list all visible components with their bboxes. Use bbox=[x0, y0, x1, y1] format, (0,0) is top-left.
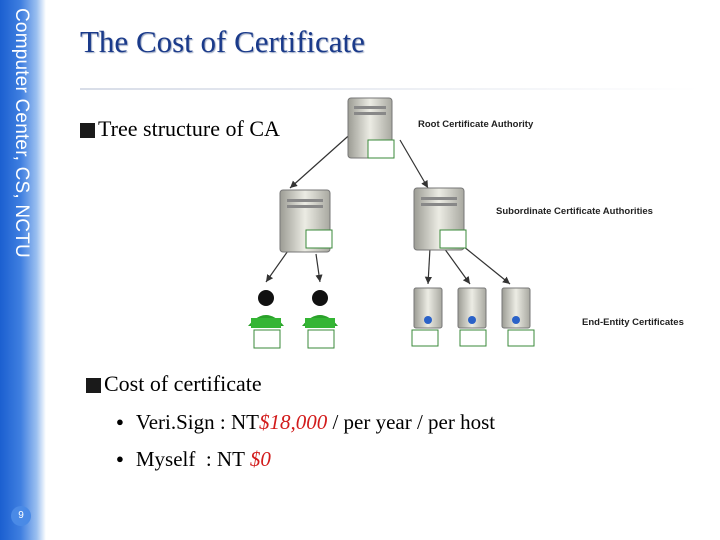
ca-tree-diagram: Root Certificate Authority Subordinate C… bbox=[248, 97, 684, 349]
root-ca-label: Root Certificate Authority bbox=[418, 119, 534, 130]
bullet-tree-text: Tree structure of CA bbox=[98, 116, 280, 141]
sidebar-caption: Computer Center, CS, NCTU bbox=[11, 8, 32, 258]
cost-suffix: / per year / per host bbox=[327, 410, 496, 434]
title-divider bbox=[80, 88, 700, 90]
cost-prefix: Myself : NT bbox=[135, 447, 250, 471]
subordinate-server-left-icon bbox=[279, 189, 333, 253]
host-server-2-icon bbox=[457, 287, 487, 347]
user-left-icon bbox=[248, 290, 284, 349]
host-server-1-icon bbox=[411, 287, 443, 347]
sidebar-band: Computer Center, CS, NCTU 9 bbox=[0, 0, 46, 540]
bullet-cost-text: Cost of certificate bbox=[104, 371, 262, 396]
cost-prefix: Veri.Sign : NT bbox=[135, 410, 259, 434]
bullet-dot-icon: ● bbox=[116, 414, 124, 429]
cost-amount: $0 bbox=[249, 447, 271, 471]
user-right-icon bbox=[302, 290, 338, 349]
tree-arrows bbox=[265, 129, 511, 285]
bullet-tree-structure: Tree structure of CA bbox=[80, 116, 280, 142]
end-entity-label: End-Entity Certificates bbox=[582, 317, 684, 328]
bullet-square-icon bbox=[80, 122, 95, 138]
subordinate-ca-label: Subordinate Certificate Authorities bbox=[496, 206, 653, 217]
cost-item-myself: ● Myself : NT $0 bbox=[116, 447, 271, 472]
subordinate-server-right-icon bbox=[413, 187, 467, 251]
bullet-cost: Cost of certificate bbox=[86, 371, 262, 397]
bullet-dot-icon: ● bbox=[116, 451, 124, 466]
page-number: 9 bbox=[11, 506, 31, 526]
host-server-3-icon bbox=[501, 287, 535, 347]
slide-title: The Cost of Certificate bbox=[80, 24, 365, 59]
root-server-icon bbox=[347, 97, 395, 159]
cost-amount: $18,000 bbox=[258, 410, 328, 434]
cost-item-verisign: ● Veri.Sign : NT $18,000 / per year / pe… bbox=[116, 410, 495, 435]
bullet-square-icon bbox=[86, 377, 101, 393]
